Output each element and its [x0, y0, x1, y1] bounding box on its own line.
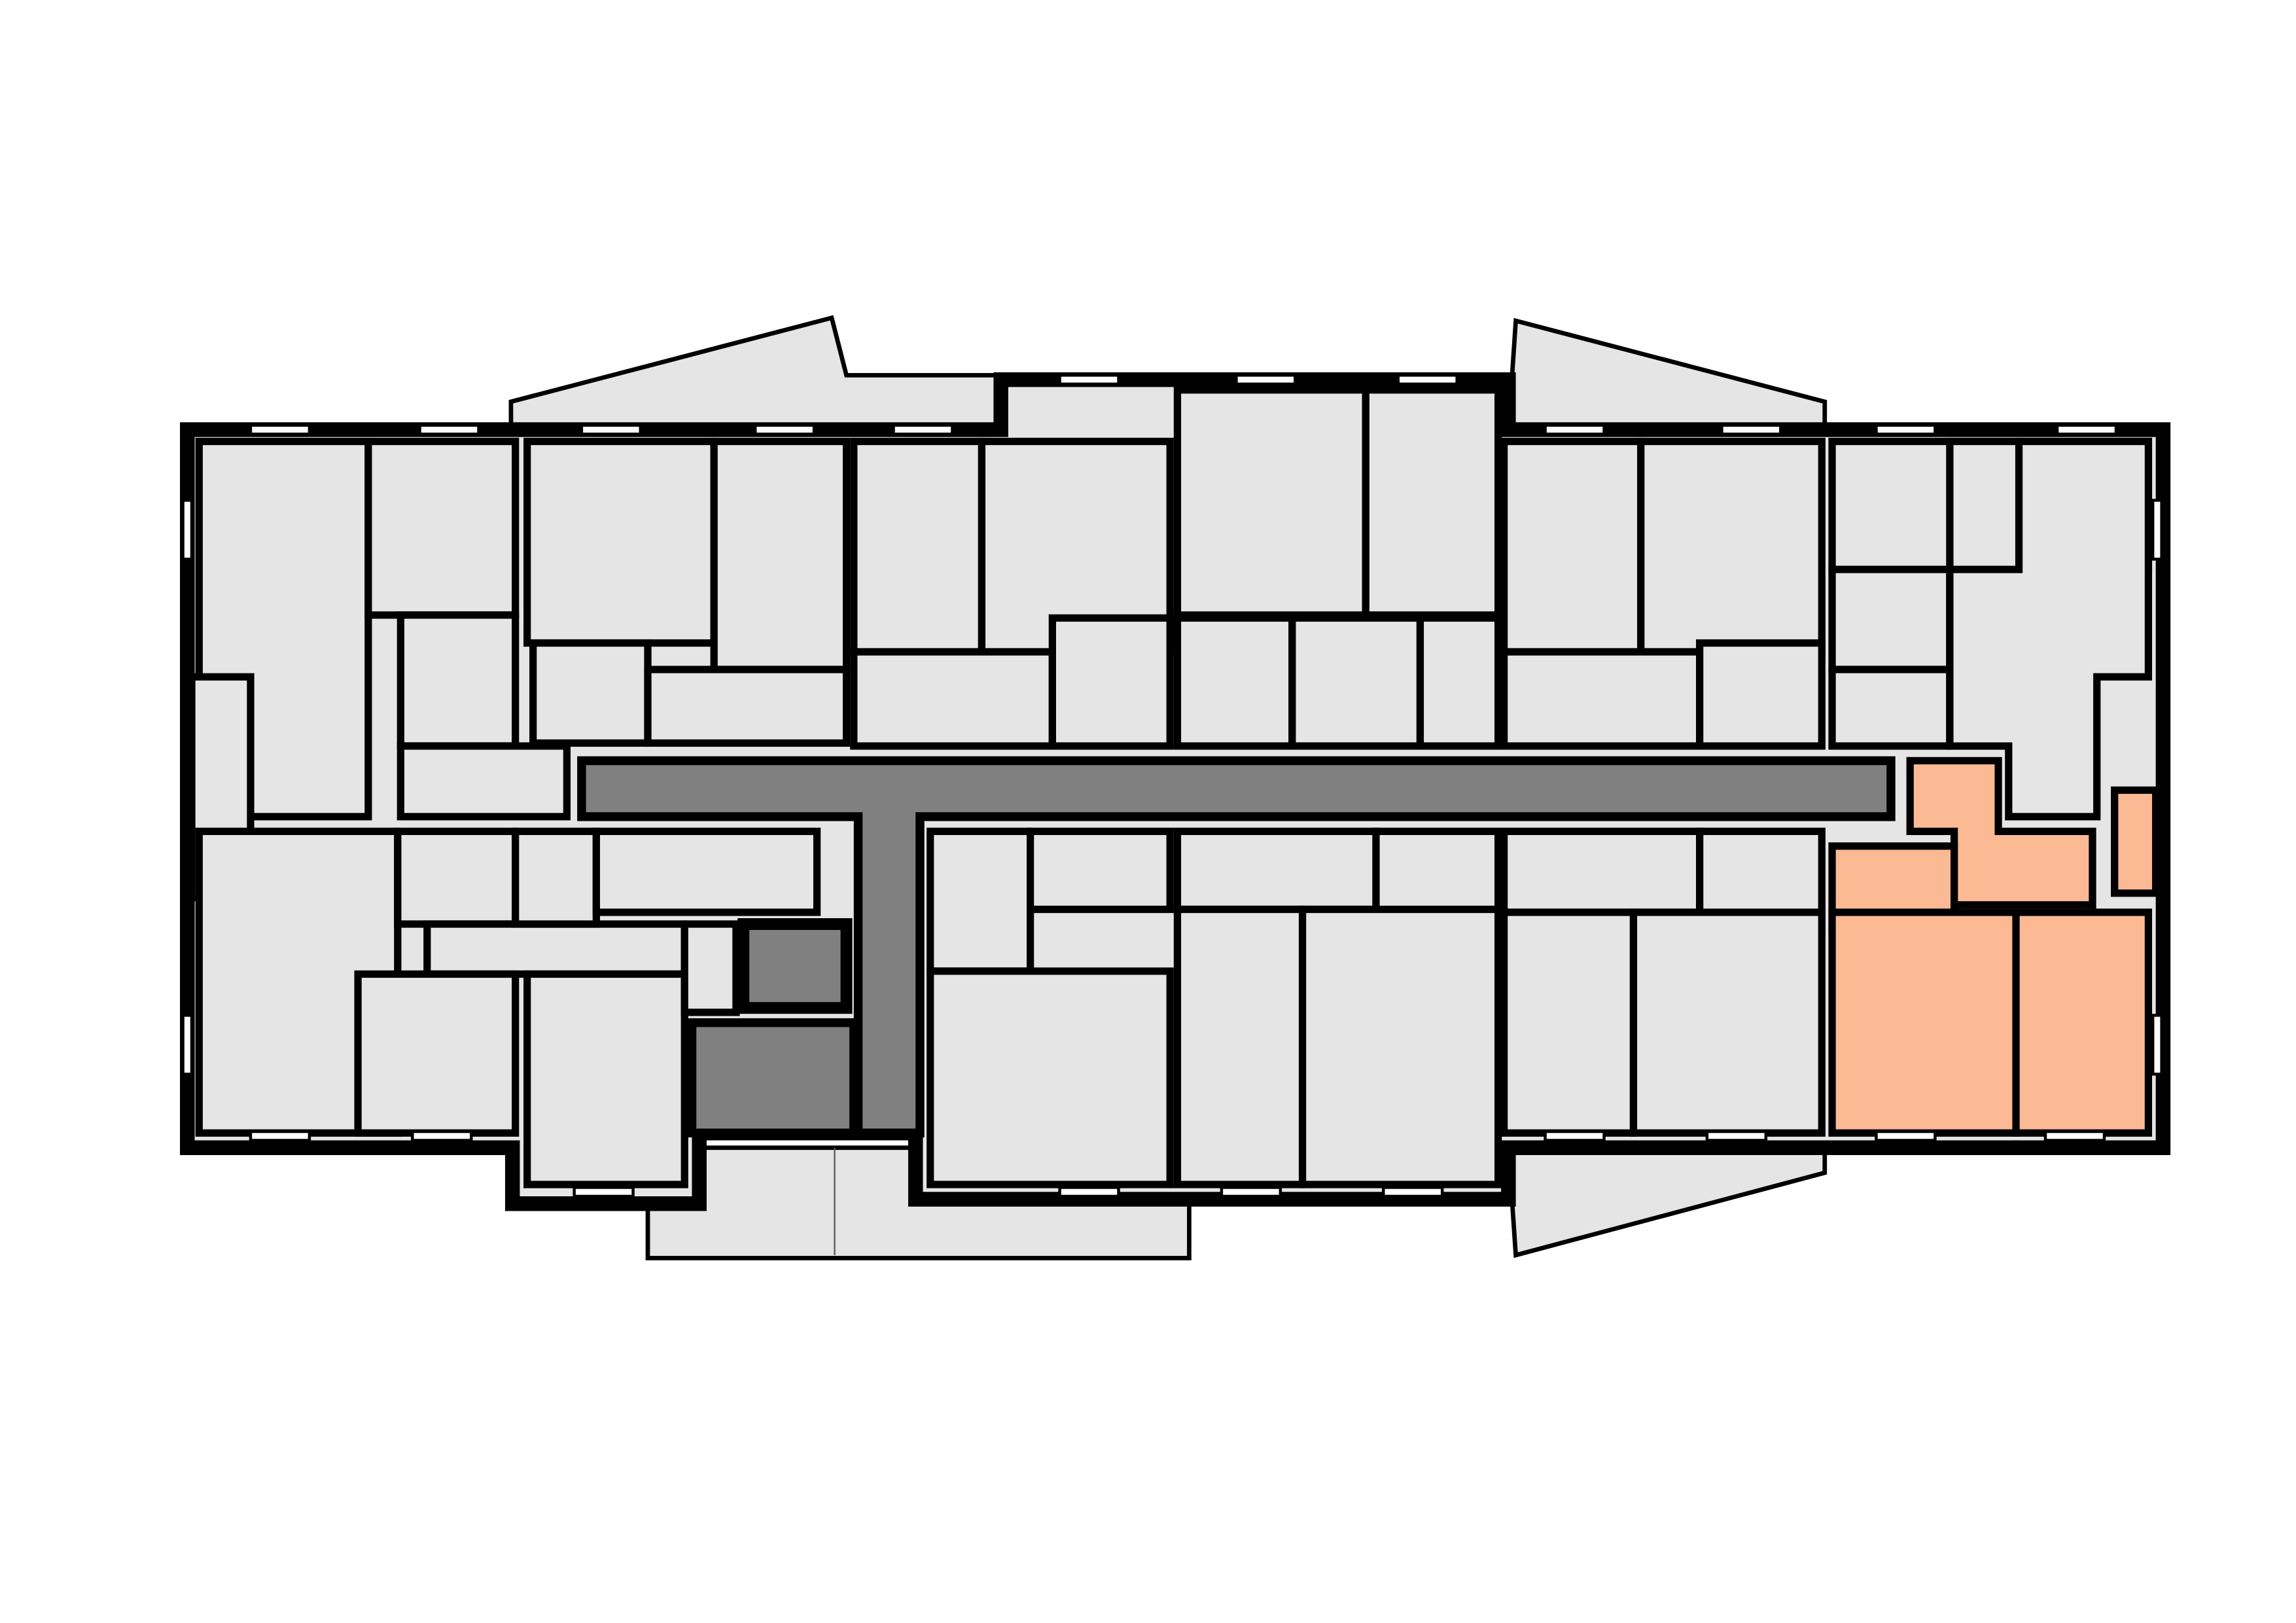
room: [1173, 905, 1307, 1188]
room: [1288, 614, 1424, 750]
room: [1173, 386, 1369, 619]
staircase: [687, 1018, 858, 1138]
balcony: [508, 315, 1004, 432]
window: [1058, 374, 1120, 386]
window: [580, 423, 643, 436]
room: [512, 827, 600, 928]
apartment-room: [1828, 908, 2020, 1137]
window: [2151, 499, 2163, 561]
room: [592, 827, 821, 916]
window: [249, 423, 311, 436]
room: [1173, 827, 1380, 914]
window: [1381, 1186, 1444, 1198]
room: [397, 611, 520, 750]
window: [249, 1130, 311, 1142]
window: [1544, 423, 1606, 436]
room: [1828, 666, 1954, 750]
room: [1048, 614, 1174, 750]
room: [1298, 905, 1502, 1188]
room: [710, 437, 851, 673]
room: [927, 967, 1174, 1188]
room: [1696, 639, 1826, 750]
room: [1629, 908, 1826, 1137]
room: [523, 970, 688, 1188]
room: [1637, 437, 1826, 656]
window: [411, 1130, 473, 1142]
window: [1720, 423, 1782, 436]
window: [1235, 374, 1297, 386]
room: [394, 827, 520, 928]
room: [364, 437, 520, 619]
room: [850, 437, 986, 656]
apartment-room: [2111, 786, 2160, 897]
highlighted-apartment[interactable]: [1828, 757, 2160, 1137]
window: [1875, 423, 1937, 436]
window: [753, 423, 816, 436]
room: [423, 920, 688, 978]
room: [354, 970, 520, 1137]
room: [523, 437, 718, 647]
window: [1396, 374, 1458, 386]
window: [2043, 1130, 2106, 1142]
window: [573, 1186, 635, 1198]
window: [181, 499, 194, 561]
balcony: [1506, 1145, 1828, 1258]
window: [1220, 1186, 1282, 1198]
room: [1500, 437, 1645, 656]
rooms: [188, 386, 2153, 1188]
room: [1828, 565, 1954, 673]
window: [418, 423, 480, 436]
room: [397, 742, 571, 821]
room: [1027, 827, 1174, 914]
window: [1875, 1130, 1937, 1142]
room: [1362, 386, 1502, 619]
windows: [181, 374, 2163, 1198]
room: [1416, 614, 1502, 750]
corridor: [577, 756, 1896, 1138]
window: [2151, 1014, 2163, 1076]
room: [1173, 614, 1296, 750]
elevator-shaft: [737, 918, 853, 1014]
room: [1500, 827, 1704, 916]
window: [892, 423, 954, 436]
window: [1544, 1130, 1606, 1142]
window: [1058, 1186, 1120, 1198]
room: [680, 920, 740, 1016]
room: [1500, 908, 1638, 1137]
apartment-room: [2012, 908, 2153, 1137]
window: [1705, 1130, 1768, 1142]
room: [850, 648, 1056, 750]
room: [644, 666, 851, 747]
balcony: [1506, 317, 1828, 432]
room: [1500, 648, 1704, 750]
window: [181, 1014, 194, 1076]
common-areas: [577, 756, 1896, 1138]
room: [927, 827, 1034, 975]
window: [2055, 423, 2118, 436]
room: [529, 639, 652, 747]
room: [1946, 437, 2153, 821]
